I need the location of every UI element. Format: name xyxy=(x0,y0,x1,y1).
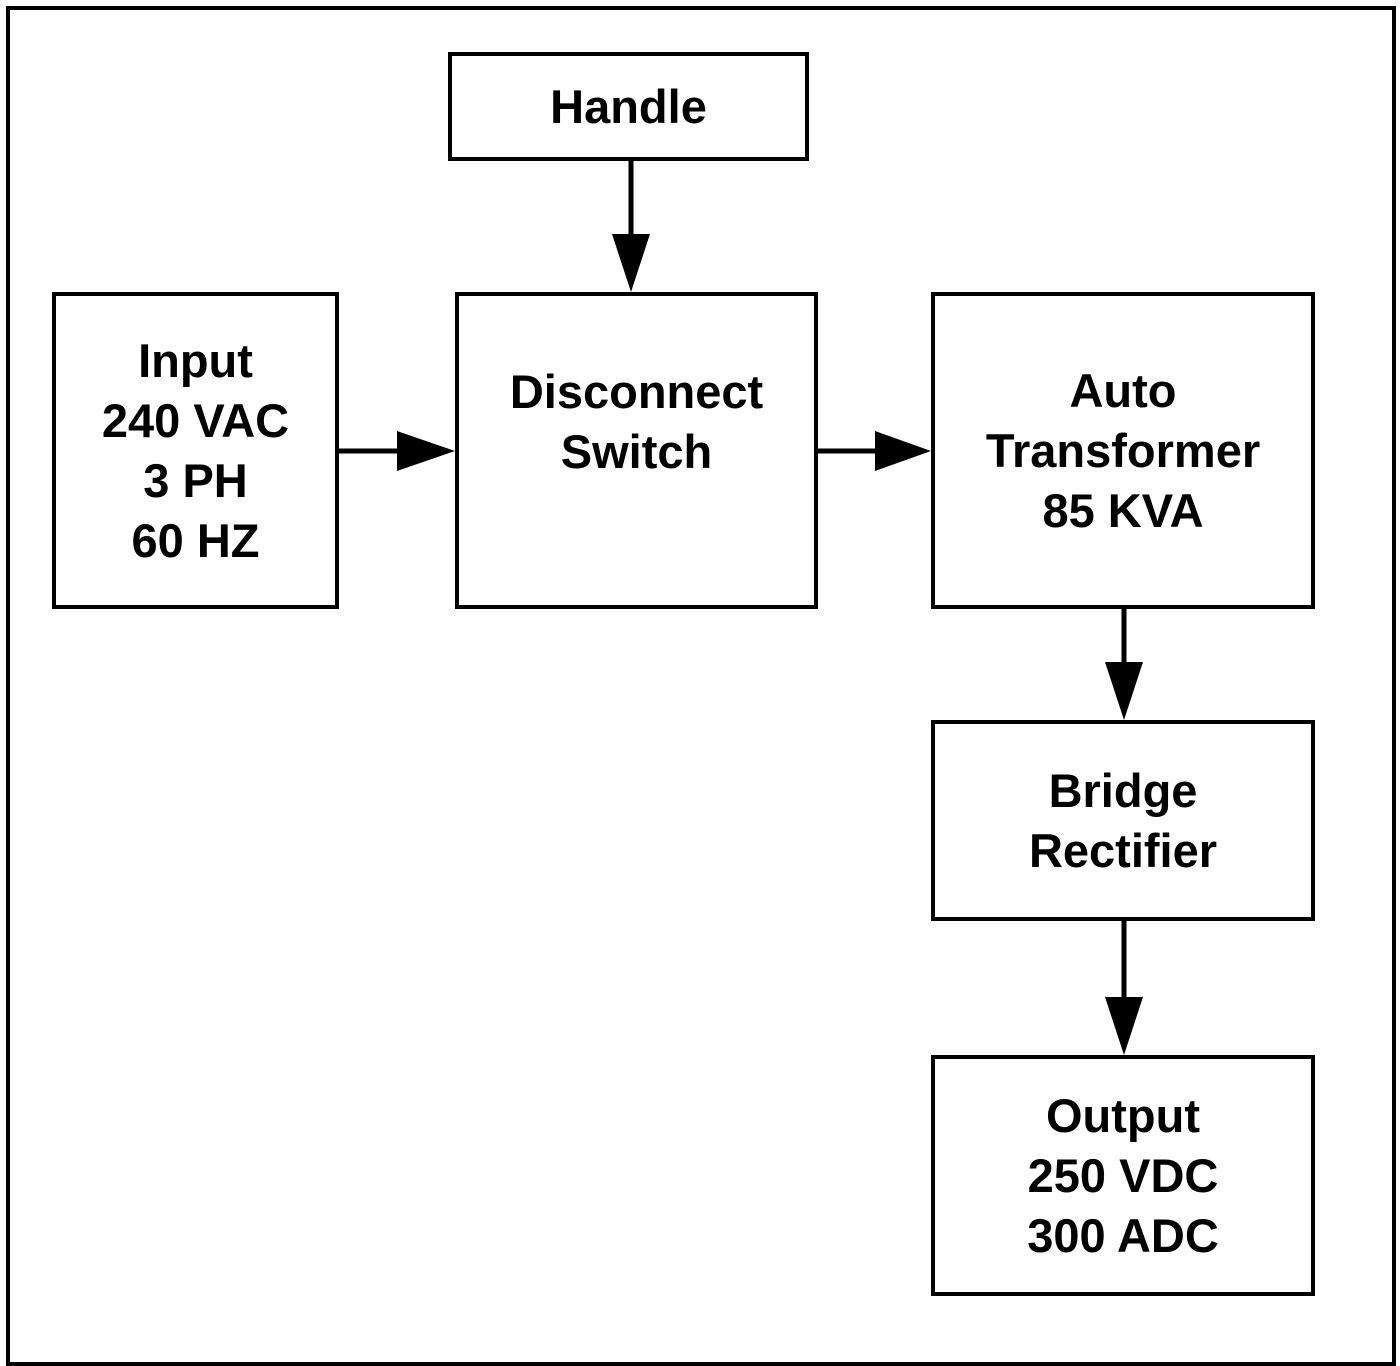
disconnect-switch-block: Disconnect Switch xyxy=(455,292,818,609)
bridge-rectifier-label-line2: Rectifier xyxy=(1028,823,1218,877)
auto-transformer-block: Auto Transformer 85 KVA xyxy=(931,292,1315,609)
auto-transformer-label-line1: Auto xyxy=(1069,363,1177,417)
arrow-handle-to-disconnect xyxy=(612,161,650,292)
handle-block: Handle xyxy=(448,52,809,161)
output-current: 300 ADC xyxy=(1027,1208,1219,1262)
bridge-rectifier-label-line1: Bridge xyxy=(1048,763,1198,817)
arrow-auto-transformer-to-bridge-rectifier xyxy=(1105,609,1143,720)
output-block: Output 250 VDC 300 ADC xyxy=(931,1055,1315,1296)
arrow-input-to-disconnect xyxy=(339,431,455,471)
input-voltage: 240 VAC xyxy=(101,393,290,447)
bridge-rectifier-block: Bridge Rectifier xyxy=(931,720,1315,921)
output-title: Output xyxy=(1046,1088,1200,1142)
disconnect-label-line1: Disconnect xyxy=(509,364,764,418)
arrow-disconnect-to-auto-transformer xyxy=(818,431,931,471)
input-phase: 3 PH xyxy=(143,453,248,507)
diagram-frame xyxy=(6,6,1396,1366)
auto-transformer-rating: 85 KVA xyxy=(1042,483,1204,537)
arrow-bridge-rectifier-to-output xyxy=(1105,921,1143,1055)
disconnect-label-line2: Switch xyxy=(560,424,713,478)
output-voltage: 250 VDC xyxy=(1027,1148,1219,1202)
input-title: Input xyxy=(138,333,253,387)
auto-transformer-label-line2: Transformer xyxy=(985,423,1261,477)
input-frequency: 60 HZ xyxy=(131,513,260,567)
input-block: Input 240 VAC 3 PH 60 HZ xyxy=(52,292,339,609)
handle-label: Handle xyxy=(550,79,707,133)
